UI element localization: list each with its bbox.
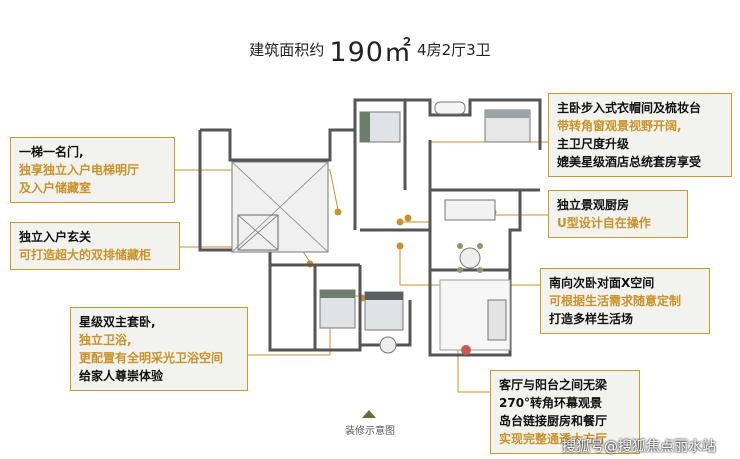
title-prefix: 建筑面积约 bbox=[249, 41, 325, 59]
callout-line: 主卧步入式衣帽间及梳妆台 bbox=[557, 101, 702, 115]
plan-caption: 装修示意图 bbox=[345, 426, 395, 437]
bathtub bbox=[434, 101, 466, 115]
callout-line: 独立景观厨房 bbox=[557, 198, 630, 212]
callout-kitchen: 独立景观厨房 U型设计自在操作 bbox=[548, 190, 688, 238]
round-rug bbox=[379, 336, 397, 354]
callout-line: 岛台链接厨房和餐厅 bbox=[499, 414, 608, 428]
callout-elevator: 一梯一名门, 独享独立入户电梯明厅 及入户储藏室 bbox=[10, 137, 175, 203]
callout-living: 客厅与阳台之间无梁 270°转角环幕观景 岛台链接厨房和餐厅 实现完整通透大方厅 bbox=[490, 370, 640, 454]
callout-line: 星级双主套卧, bbox=[79, 315, 156, 329]
callout-line: 带转角窗观景视野开阔, bbox=[557, 119, 682, 133]
callout-line: 更配置有全明采光卫浴空间 bbox=[79, 351, 224, 365]
pin-master bbox=[396, 218, 404, 226]
armchair bbox=[461, 345, 471, 355]
dining-table bbox=[459, 247, 481, 269]
sofa bbox=[487, 299, 507, 341]
callout-master: 主卧步入式衣帽间及梳妆台 带转角窗观景视野开阔, 主卫尺度升级 媲美星级酒店总统… bbox=[548, 93, 732, 177]
callout-line: 客厅与阳台之间无梁 bbox=[499, 378, 608, 392]
caption-caret-icon bbox=[362, 410, 376, 418]
callout-line: 可根据生活需求随意定制 bbox=[549, 294, 682, 308]
bed-master-headboard bbox=[485, 110, 530, 118]
page-title: 建筑面积约 190㎡ 4房2厅3卫 bbox=[0, 30, 740, 69]
callout-line: U型设计自在操作 bbox=[557, 216, 651, 230]
callout-line: 主卫尺度升级 bbox=[557, 137, 630, 151]
callout-line: 独立卫浴, bbox=[79, 333, 132, 347]
title-suffix: 4房2厅3卫 bbox=[417, 41, 491, 59]
callout-line: 媲美星级酒店总统套房享受 bbox=[557, 155, 702, 169]
callout-line: 实现完整通透大方厅 bbox=[499, 432, 608, 446]
callout-second-bedroom: 南向次卧对面X空间 可根据生活需求随意定制 打造多样生活场 bbox=[540, 268, 710, 334]
callout-line: 南向次卧对面X空间 bbox=[549, 276, 655, 290]
callout-line: 给家人尊崇体验 bbox=[79, 369, 164, 383]
pin-second-bedroom bbox=[396, 242, 404, 250]
bed-suite-a-headboard bbox=[320, 290, 355, 298]
callout-suites: 星级双主套卧, 独立卫浴, 更配置有全明采光卫浴空间 给家人尊崇体验 bbox=[70, 307, 248, 391]
pin-master-2 bbox=[404, 214, 412, 222]
callout-line: 打造多样生活场 bbox=[549, 312, 634, 326]
bed-suite-b-headboard bbox=[365, 292, 403, 300]
callout-line: 可打造超大的双排储藏柜 bbox=[19, 248, 152, 262]
bed-top-headboard bbox=[360, 112, 370, 142]
watermark: 搜狐号@搜狐焦点丽水站 bbox=[562, 439, 716, 455]
elevator-shaft bbox=[237, 214, 279, 251]
callout-line: 及入户储藏室 bbox=[19, 181, 92, 195]
callout-line: 独享独立入户电梯明厅 bbox=[19, 163, 140, 177]
callout-foyer: 独立入户玄关 可打造超大的双排储藏柜 bbox=[10, 222, 180, 270]
walls bbox=[198, 98, 542, 357]
callout-line: 一梯一名门, bbox=[19, 145, 84, 159]
pin-elevator bbox=[334, 208, 342, 216]
callout-line: 独立入户玄关 bbox=[19, 230, 92, 244]
title-area: 190㎡ bbox=[329, 37, 412, 68]
kitchen-island bbox=[444, 199, 496, 221]
callout-line: 270°转角环幕观景 bbox=[499, 396, 603, 410]
